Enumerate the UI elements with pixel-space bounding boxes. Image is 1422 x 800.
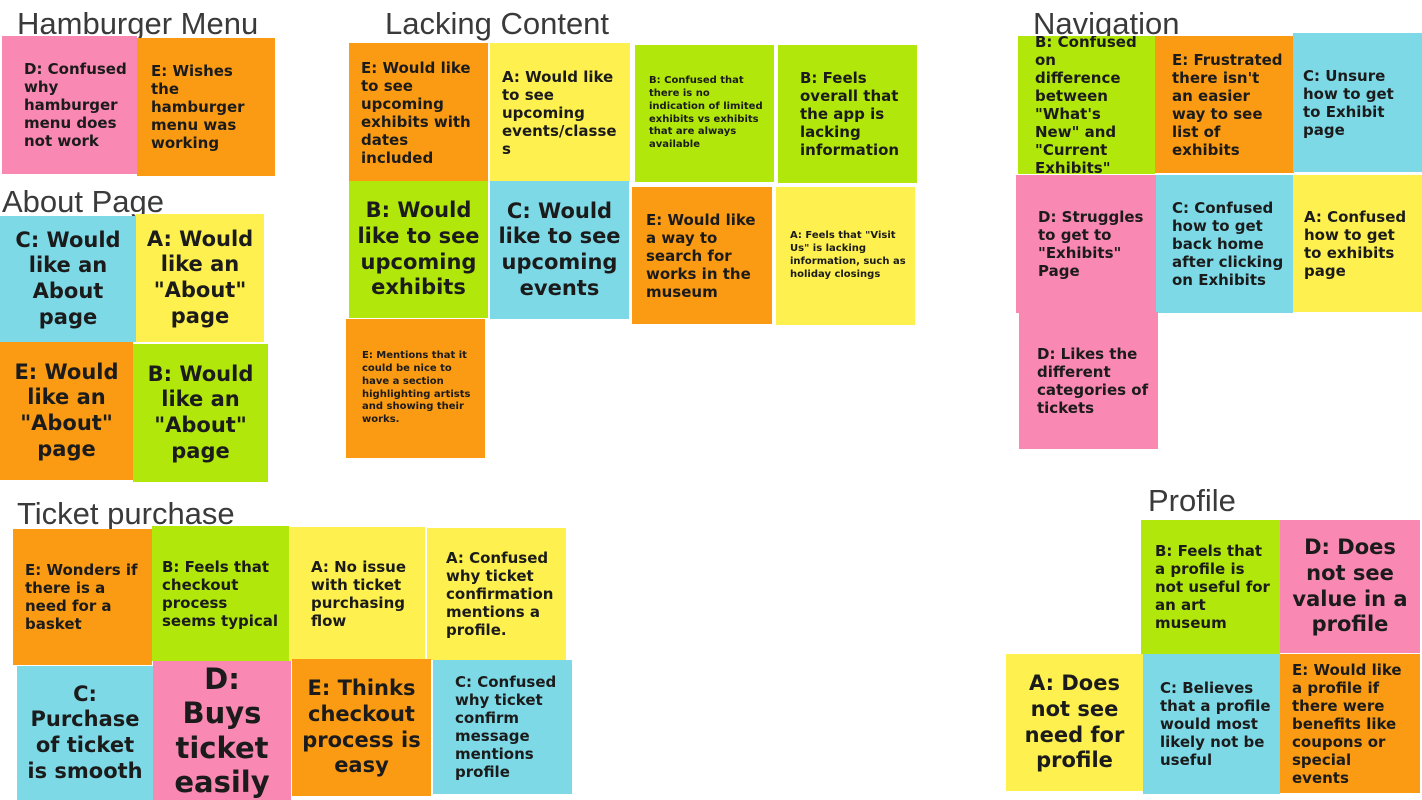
sticky-note-nav-b-whats-new[interactable]: B: Confused on difference between "What'… <box>1018 36 1155 174</box>
sticky-note-about-e[interactable]: E: Would like an "About" page <box>0 342 133 480</box>
sticky-note-lacking-a-events-classes[interactable]: A: Would like to see upcoming events/cla… <box>490 43 630 182</box>
sticky-note-ticket-e-easy[interactable]: E: Thinks checkout process is easy <box>292 659 431 796</box>
sticky-note-nav-d-struggles[interactable]: D: Struggles to get to "Exhibits" Page <box>1016 175 1156 313</box>
sticky-note-lacking-e-artists-section[interactable]: E: Mentions that it could be nice to hav… <box>346 319 485 458</box>
sticky-note-nav-e-list-exhibits[interactable]: E: Frustrated there isn't an easier way … <box>1155 36 1294 173</box>
sticky-note-about-a[interactable]: A: Would like an "About" page <box>136 214 264 342</box>
sticky-note-nav-c-back-home[interactable]: C: Confused how to get back home after c… <box>1156 175 1293 313</box>
sticky-note-lacking-e-upcoming-exhibits-dates[interactable]: E: Would like to see upcoming exhibits w… <box>349 43 488 183</box>
sticky-note-ticket-b-typical[interactable]: B: Feels that checkout process seems typ… <box>152 526 289 661</box>
sticky-note-ticket-a-confirmation[interactable]: A: Confused why ticket confirmation ment… <box>427 528 566 660</box>
sticky-note-lacking-c-upcoming-events[interactable]: C: Would like to see upcoming events <box>490 181 629 319</box>
heading-navigation: Navigation <box>1033 6 1180 41</box>
sticky-note-ticket-c-smooth[interactable]: C: Purchase of ticket is smooth <box>17 666 153 800</box>
sticky-note-profile-d-no-value[interactable]: D: Does not see value in a profile <box>1280 520 1420 653</box>
sticky-note-profile-a-no-need[interactable]: A: Does not see need for profile <box>1006 654 1143 791</box>
heading-about-page: About Page <box>2 184 165 219</box>
sticky-note-ticket-a-no-issue[interactable]: A: No issue with ticket purchasing flow <box>289 527 425 661</box>
sticky-note-profile-c-not-useful[interactable]: C: Believes that a profile would most li… <box>1143 654 1280 794</box>
sticky-note-profile-e-benefits[interactable]: E: Would like a profile if there were be… <box>1280 654 1420 793</box>
heading-lacking-content: Lacking Content <box>385 6 610 41</box>
sticky-note-nav-c-unsure[interactable]: C: Unsure how to get to Exhibit page <box>1293 33 1422 172</box>
sticky-note-lacking-b-upcoming-exhibits[interactable]: B: Would like to see upcoming exhibits <box>349 181 488 318</box>
sticky-note-lacking-e-search-works[interactable]: E: Would like a way to search for works … <box>632 187 772 324</box>
heading-profile: Profile <box>1148 483 1236 518</box>
sticky-note-about-c[interactable]: C: Would like an About page <box>0 216 136 342</box>
sticky-note-hamburger-d-confused[interactable]: D: Confused why hamburger menu does not … <box>2 36 137 174</box>
sticky-note-ticket-e-basket[interactable]: E: Wonders if there is a need for a bask… <box>13 529 152 665</box>
sticky-note-ticket-c-confirm-message[interactable]: C: Confused why ticket confirm message m… <box>433 660 572 794</box>
sticky-note-hamburger-e-wishes[interactable]: E: Wishes the hamburger menu was working <box>137 38 275 176</box>
sticky-note-about-b[interactable]: B: Would like an "About" page <box>133 344 268 482</box>
sticky-note-lacking-b-limited-exhibits[interactable]: B: Confused that there is no indication … <box>635 45 774 182</box>
sticky-note-profile-b-not-useful[interactable]: B: Feels that a profile is not useful fo… <box>1141 520 1280 654</box>
sticky-note-nav-a-exhibits-page[interactable]: A: Confused how to get to exhibits page <box>1293 175 1422 312</box>
sticky-note-lacking-a-visit-us[interactable]: A: Feels that "Visit Us" is lacking info… <box>776 187 915 325</box>
heading-hamburger-menu: Hamburger Menu <box>17 6 259 41</box>
sticky-note-lacking-b-lacking-info[interactable]: B: Feels overall that the app is lacking… <box>778 45 917 183</box>
sticky-note-nav-d-categories[interactable]: D: Likes the different categories of tic… <box>1019 312 1158 449</box>
sticky-note-ticket-d-buys[interactable]: D: Buys ticket easily <box>153 661 291 800</box>
heading-ticket-purchase: Ticket purchase <box>17 496 235 531</box>
